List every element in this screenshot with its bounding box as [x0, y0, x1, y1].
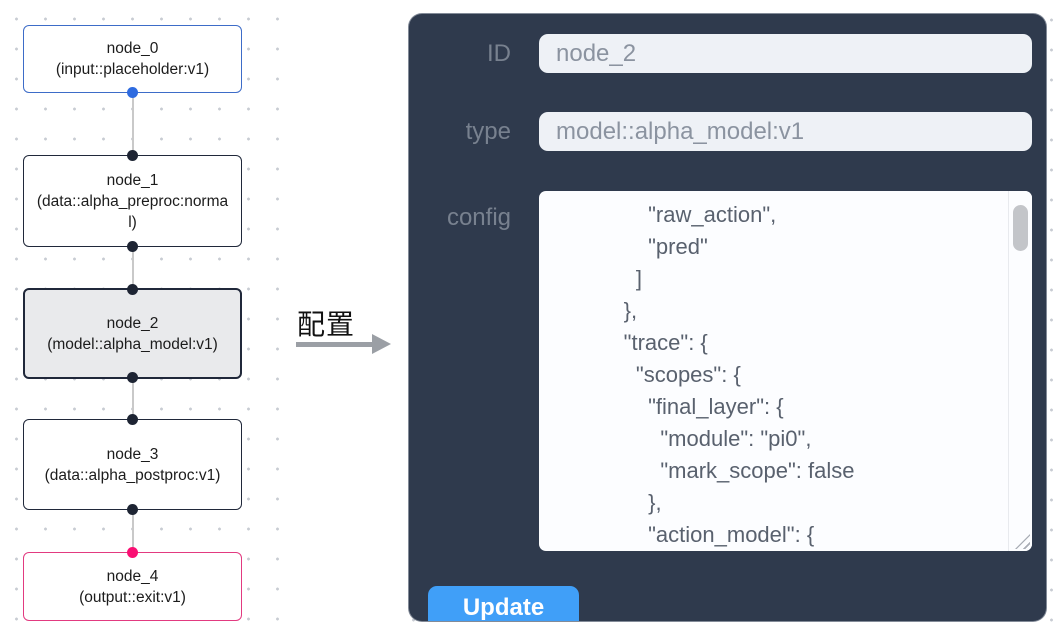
arrow-right-icon [372, 334, 391, 354]
node-name: node_4 [106, 567, 159, 585]
node-name: node_0 [106, 40, 159, 57]
node-type-label: (data::alpha_postproc:v1) [44, 466, 221, 484]
node-input-port[interactable] [127, 150, 138, 161]
scrollbar-track[interactable] [1008, 191, 1032, 551]
update-button[interactable]: Update [428, 586, 579, 621]
edge-node1-node2 [132, 246, 134, 288]
node-name: node_2 [106, 314, 159, 332]
type-input[interactable]: model::alpha_model:v1 [539, 112, 1032, 151]
graph-canvas: node_0 (input::placeholder:v1) node_1 (d… [0, 0, 288, 643]
node-name: node_1 [106, 171, 159, 189]
node-node_1[interactable]: node_1 (data::alpha_preproc:normal) [23, 150, 242, 252]
node-output-port[interactable] [127, 241, 138, 252]
node-output-port[interactable] [127, 372, 138, 383]
node-node_2[interactable]: node_2 (model::alpha_model:v1) [23, 284, 242, 383]
node-type-label: (data::alpha_preproc:normal) [36, 192, 229, 231]
id-field-label: ID [487, 40, 511, 67]
config-textarea[interactable]: "raw_action", "pred" ] }, "trace": { "sc… [539, 191, 1032, 551]
edge-node0-node1 [132, 93, 134, 155]
edge-node2-node3 [132, 379, 134, 419]
arrow-right-icon [296, 342, 374, 347]
node-input-port[interactable] [127, 414, 138, 425]
node-node_4[interactable]: node_4 (output::exit:v1) [23, 547, 242, 621]
node-type-label: (input::placeholder:v1) [55, 61, 210, 78]
node-node_0[interactable]: node_0 (input::placeholder:v1) [23, 25, 242, 98]
type-field-label: type [465, 118, 511, 145]
node-output-port[interactable] [127, 87, 138, 98]
transition-label: 配置 [297, 309, 356, 340]
config-json-text: "raw_action", "pred" ] }, "trace": { "sc… [623, 202, 855, 547]
id-input[interactable]: node_2 [539, 34, 1032, 73]
node-input-port[interactable] [127, 284, 138, 295]
node-output-port[interactable] [127, 504, 138, 515]
node-input-port[interactable] [127, 547, 138, 558]
node-node_3[interactable]: node_3 (data::alpha_postproc:v1) [23, 414, 242, 515]
node-type-label: (output::exit:v1) [79, 588, 186, 606]
edge-node3-node4 [132, 510, 134, 552]
config-canvas: ID node_2 type model::alpha_model:v1 con… [393, 0, 1062, 643]
node-name: node_3 [106, 445, 159, 463]
node-type-label: (model::alpha_model:v1) [47, 335, 218, 353]
node-config-panel: ID node_2 type model::alpha_model:v1 con… [408, 13, 1047, 622]
scrollbar-thumb[interactable] [1013, 205, 1028, 251]
config-field-label: config [446, 204, 511, 231]
